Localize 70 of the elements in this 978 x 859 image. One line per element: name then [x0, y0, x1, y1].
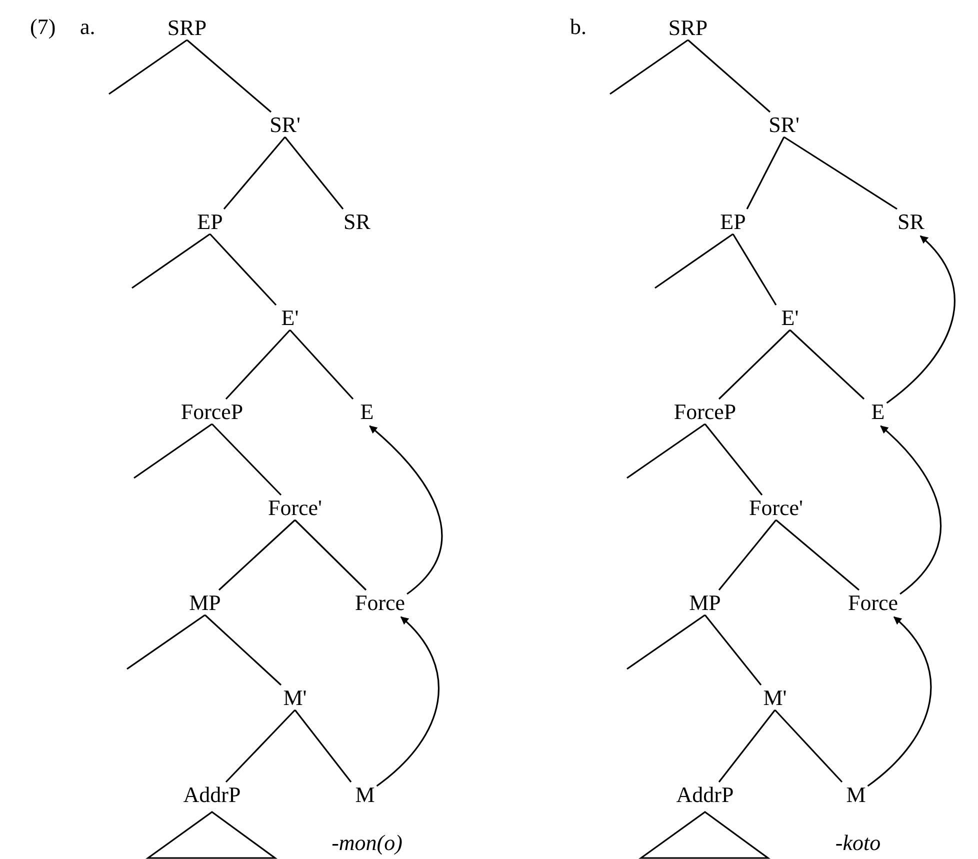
- tree-branch: [211, 423, 282, 496]
- tree-node-label: M': [763, 687, 787, 709]
- movement-arrow: [369, 425, 443, 595]
- movement-arrow: [376, 616, 440, 787]
- tree-branch: [294, 710, 352, 782]
- tree-node-label: ForceP: [180, 401, 244, 423]
- tree-node-label: E: [360, 401, 374, 423]
- triangle-node: [638, 811, 770, 859]
- tree-branch: [610, 39, 688, 95]
- tree-branch: [732, 234, 777, 306]
- panel-label: b.: [570, 16, 586, 38]
- movement-arrow: [886, 235, 956, 404]
- tree-node-label: M: [355, 784, 375, 806]
- tree-branch: [284, 136, 344, 210]
- tree-branch: [746, 136, 785, 210]
- tree-branch: [687, 39, 771, 113]
- morpheme-label: -mon(o): [332, 832, 402, 854]
- tree-node-label: MP: [189, 592, 221, 614]
- tree-branch: [294, 519, 367, 591]
- tree-branch: [704, 614, 762, 686]
- tree-node-label: Force': [748, 497, 804, 519]
- tree-branch: [132, 233, 210, 289]
- tree-branch: [134, 423, 212, 479]
- tree-node-label: SR: [344, 211, 370, 233]
- tree-branch: [654, 233, 734, 289]
- tree-node-label: Force: [354, 592, 406, 614]
- tree-node-label: SR': [270, 114, 300, 136]
- tree-branch: [223, 136, 286, 210]
- triangle-node: [146, 811, 278, 859]
- tree-node-label: SRP: [668, 17, 708, 39]
- tree-branch: [225, 709, 296, 783]
- movement-arrow: [867, 616, 932, 787]
- tree-node-label: M: [846, 784, 866, 806]
- tree-node-label: E: [871, 401, 885, 423]
- tree-node-label: M': [283, 687, 307, 709]
- tree-branch: [108, 39, 188, 95]
- tree-branch: [225, 329, 291, 400]
- tree-branch: [626, 423, 706, 479]
- tree-node-label: EP: [720, 211, 746, 233]
- tree-node-label: Force: [848, 592, 898, 614]
- tree-branch: [704, 424, 763, 496]
- tree-branch: [186, 39, 272, 113]
- tree-node-label: SR: [898, 211, 924, 233]
- tree-branch: [789, 329, 865, 400]
- tree-node-label: MP: [689, 592, 721, 614]
- tree-node-label: Force': [268, 497, 322, 519]
- tree-node-label: E': [281, 307, 299, 329]
- tree-node-label: AddrP: [183, 784, 241, 806]
- tree-node-label: AddrP: [676, 784, 734, 806]
- tree-branch: [784, 136, 898, 210]
- tree-branch: [774, 709, 843, 783]
- tree-branch: [718, 520, 777, 590]
- movement-arrow: [880, 425, 942, 595]
- tree-node-label: SRP: [167, 17, 207, 39]
- tree-branch: [718, 710, 776, 782]
- tree-branch: [775, 519, 860, 591]
- tree-branch: [626, 614, 706, 670]
- tree-branch: [126, 614, 206, 670]
- tree-node-label: EP: [197, 211, 223, 233]
- tree-branch: [718, 329, 791, 400]
- panel-label: a.: [80, 16, 96, 38]
- example-number: (7): [30, 16, 56, 38]
- tree-branch: [204, 614, 282, 686]
- tree-node-label: ForceP: [674, 401, 736, 423]
- tree-node-label: E': [781, 307, 799, 329]
- morpheme-label: -koto: [835, 832, 881, 854]
- tree-branch: [289, 329, 354, 400]
- tree-branch: [218, 519, 296, 591]
- tree-node-label: SR': [768, 114, 800, 136]
- tree-branch: [209, 233, 277, 306]
